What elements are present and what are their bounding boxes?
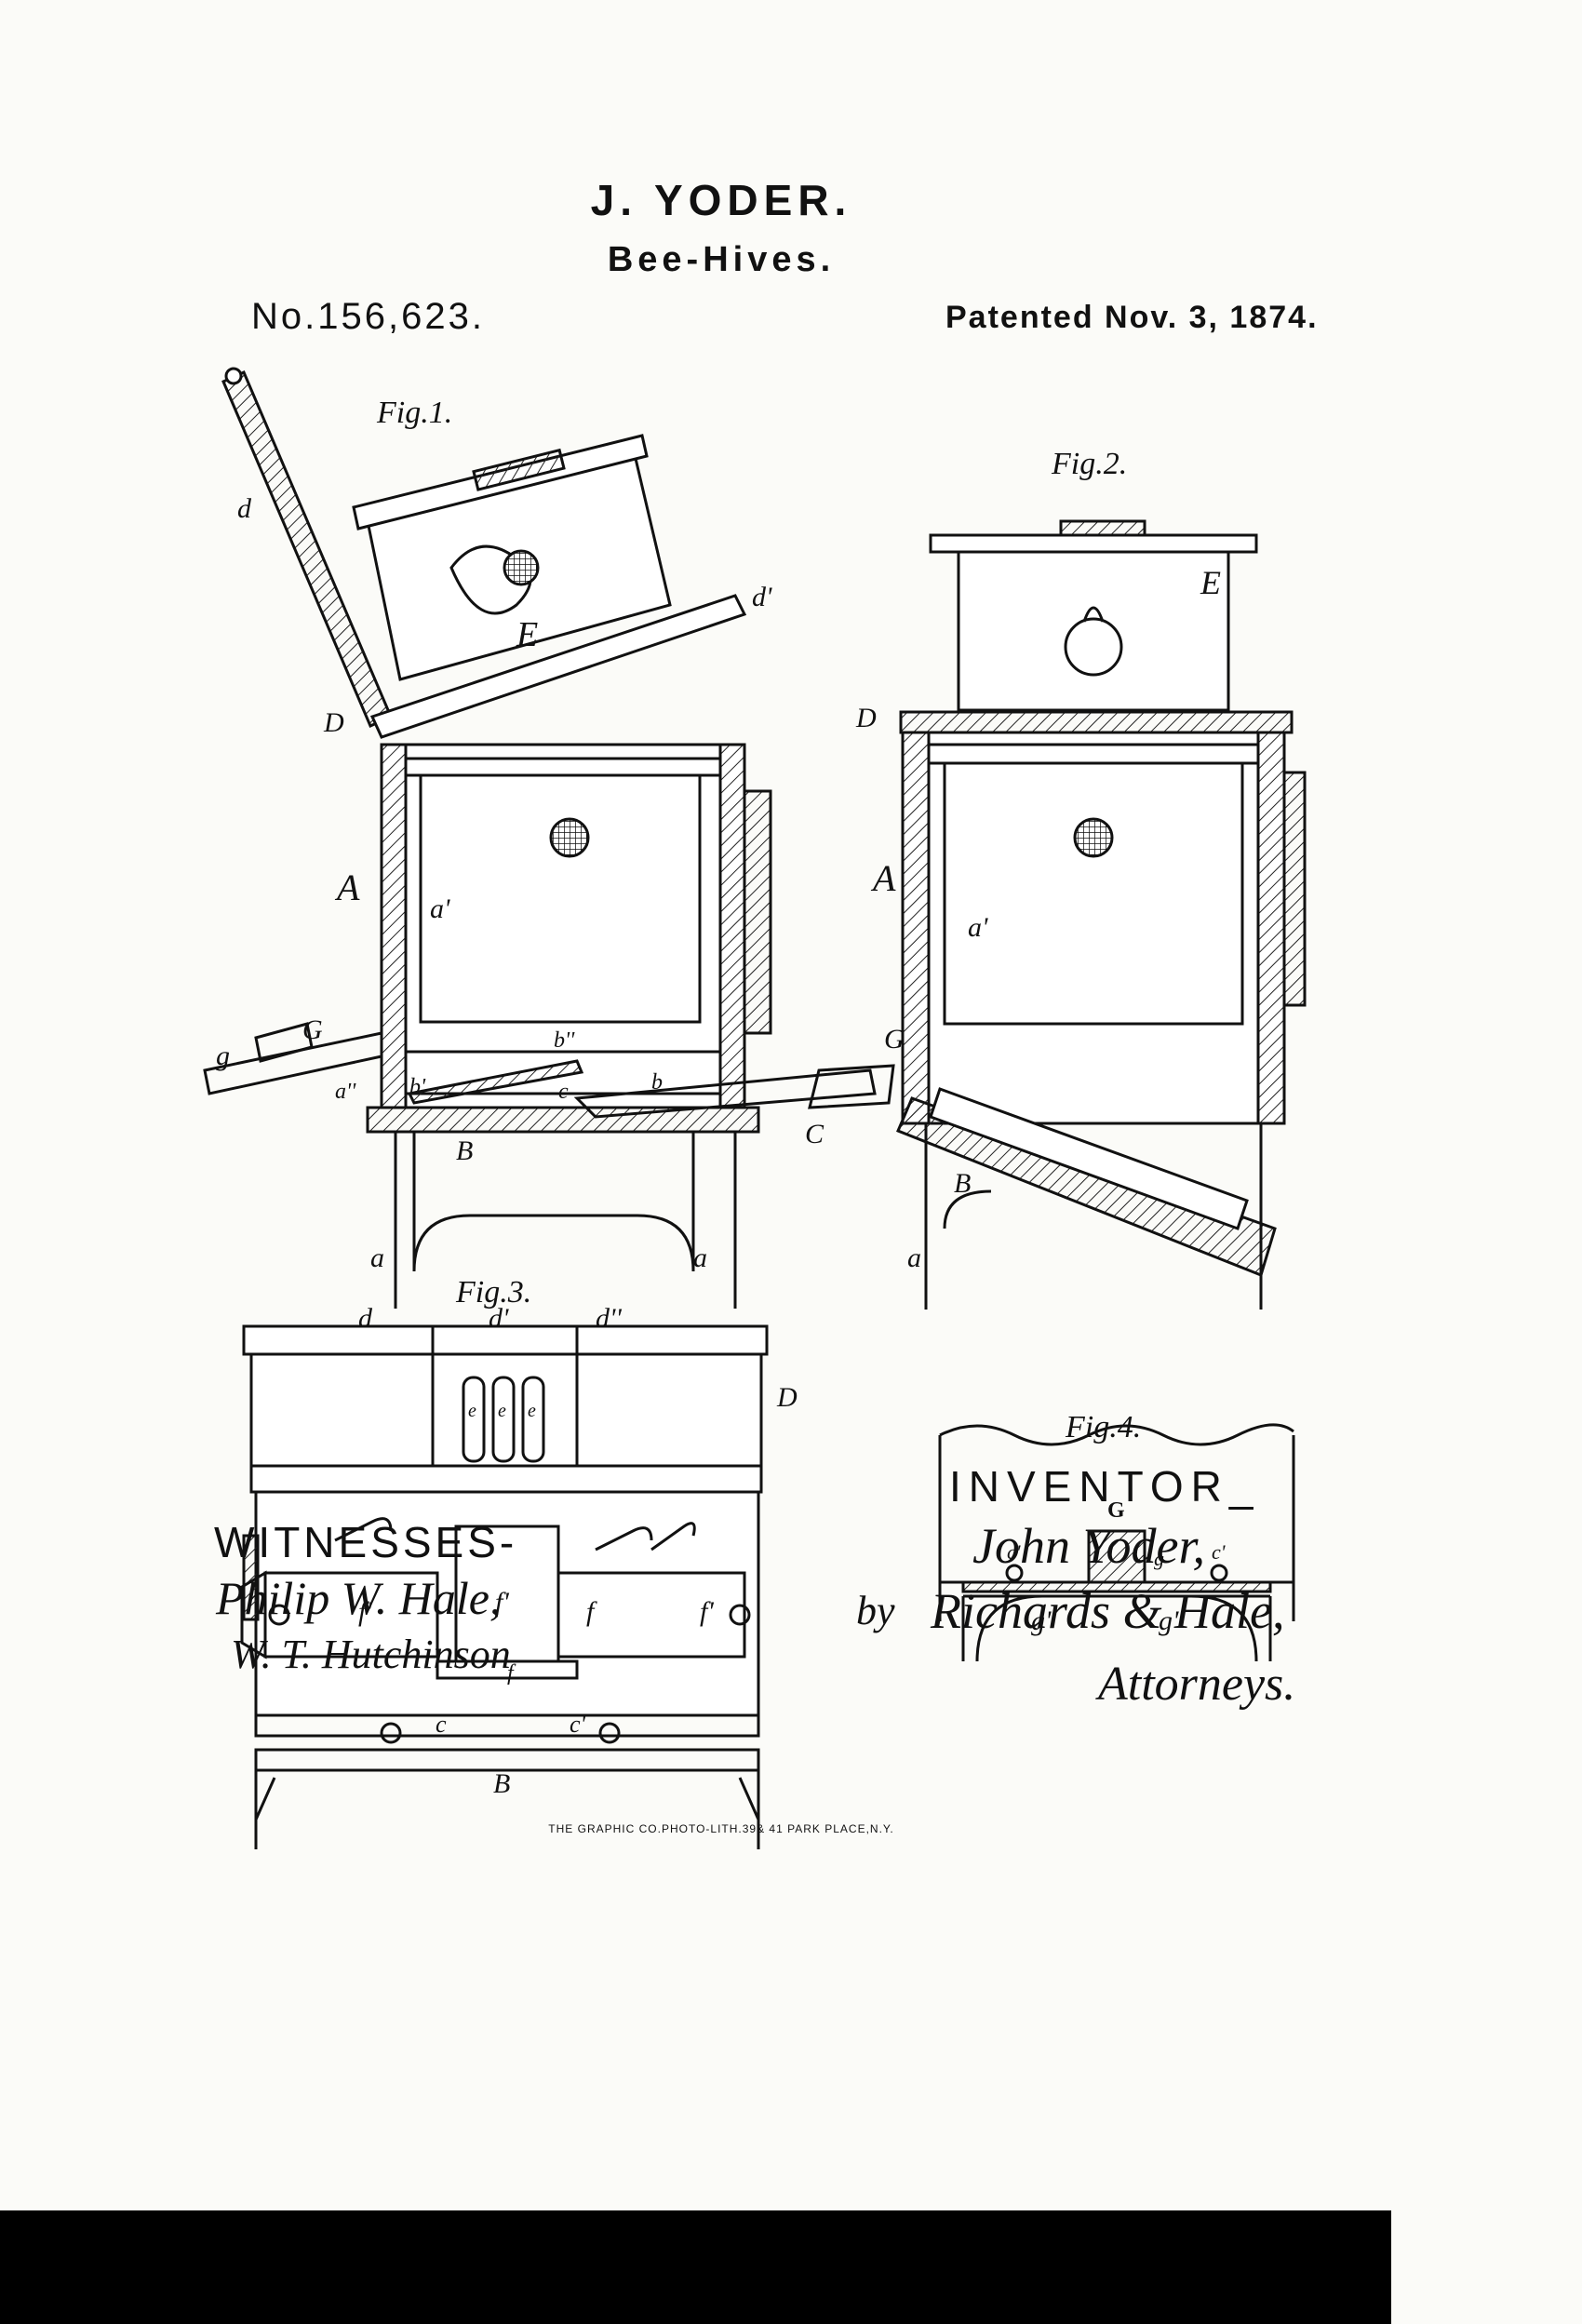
label-e2: e bbox=[498, 1401, 506, 1421]
label-g-fig4: g bbox=[1154, 1547, 1164, 1570]
label-d1: d' bbox=[752, 582, 772, 612]
label-f1-left: f' bbox=[358, 1596, 372, 1627]
label-f1-center: f' bbox=[495, 1587, 509, 1618]
label-d: d bbox=[237, 493, 251, 524]
label-g: g bbox=[216, 1041, 230, 1071]
witnesses-label: WITNESSES- bbox=[214, 1518, 518, 1566]
label-e1: e bbox=[468, 1401, 476, 1421]
label-d2-fig3: d'' bbox=[596, 1303, 622, 1334]
figure-1-drawing bbox=[203, 367, 877, 1309]
label-D: D bbox=[324, 707, 344, 738]
label-D-fig2: D bbox=[856, 703, 877, 733]
label-f1-right: f' bbox=[700, 1596, 714, 1627]
label-G-fig4: G bbox=[1107, 1498, 1125, 1523]
label-B: B bbox=[456, 1135, 474, 1166]
label-c1-fig3: c' bbox=[570, 1711, 586, 1738]
label-a-fig2: a bbox=[907, 1243, 921, 1273]
label-f-fig3: f bbox=[586, 1596, 595, 1627]
label-a-right: a bbox=[693, 1243, 707, 1273]
label-b: b bbox=[651, 1070, 663, 1095]
by-text: by bbox=[856, 1588, 895, 1633]
fig3-caption: Fig.3. bbox=[456, 1275, 532, 1310]
label-E-fig2: E bbox=[1200, 564, 1221, 601]
fig1-caption: Fig.1. bbox=[377, 396, 453, 430]
label-a2: a'' bbox=[335, 1080, 356, 1104]
label-b2: b'' bbox=[554, 1028, 575, 1053]
fig4-caption: Fig.4. bbox=[1066, 1410, 1142, 1444]
label-a1-fig2: a' bbox=[968, 912, 988, 943]
figure-2-drawing bbox=[808, 519, 1307, 1310]
fig2-caption: Fig.2. bbox=[1052, 447, 1128, 481]
inventor-signature: John Yoder, bbox=[972, 1518, 1206, 1574]
label-c1-fig4-left: c' bbox=[1007, 1540, 1021, 1564]
patent-number: No.156,623. bbox=[251, 296, 485, 337]
label-G: G bbox=[302, 1014, 323, 1045]
label-g1-right: g' bbox=[1159, 1605, 1179, 1636]
figure-4-drawing bbox=[938, 1423, 1295, 1662]
label-G-fig2: G bbox=[884, 1024, 905, 1055]
label-g1-left: g' bbox=[1031, 1605, 1052, 1636]
label-E: E bbox=[516, 615, 539, 654]
label-a: a bbox=[370, 1243, 384, 1273]
printer-imprint: THE GRAPHIC CO.PHOTO-LITH.39& 41 PARK PL… bbox=[548, 1822, 894, 1835]
label-c1-fig4-right: c' bbox=[1212, 1540, 1226, 1564]
label-d-fig3: d bbox=[358, 1303, 372, 1334]
label-A: A bbox=[337, 866, 360, 908]
label-B-fig2: B bbox=[954, 1168, 972, 1199]
label-B-fig3: B bbox=[493, 1768, 511, 1799]
witness-1-signature: Philip W. Hale, bbox=[216, 1572, 502, 1624]
label-A-fig2: A bbox=[873, 857, 896, 899]
patent-title: Bee-Hives. bbox=[607, 240, 836, 279]
label-d1-fig3: d' bbox=[489, 1303, 509, 1334]
attorneys-label: Attorneys. bbox=[1098, 1658, 1296, 1711]
figure-3-drawing bbox=[240, 1324, 769, 1849]
label-c: c bbox=[558, 1080, 569, 1104]
patent-date: Patented Nov. 3, 1874. bbox=[945, 300, 1319, 335]
inventor-label: INVENTOR_ bbox=[949, 1462, 1261, 1511]
label-C: C bbox=[805, 1119, 825, 1149]
label-f-bottom: f bbox=[507, 1661, 514, 1686]
attorneys-signature: Richards & Hale, bbox=[931, 1583, 1285, 1639]
label-e3: e bbox=[528, 1401, 536, 1421]
witness-2-signature: W. T. Hutchinson bbox=[231, 1632, 511, 1677]
label-c-fig3: c bbox=[436, 1711, 447, 1738]
label-a1: a' bbox=[430, 893, 450, 924]
label-D-fig3: D bbox=[777, 1382, 798, 1413]
scan-border bbox=[0, 2210, 1391, 2324]
label-b1: b' bbox=[409, 1075, 426, 1099]
inventor-heading: J. YODER. bbox=[590, 176, 852, 224]
